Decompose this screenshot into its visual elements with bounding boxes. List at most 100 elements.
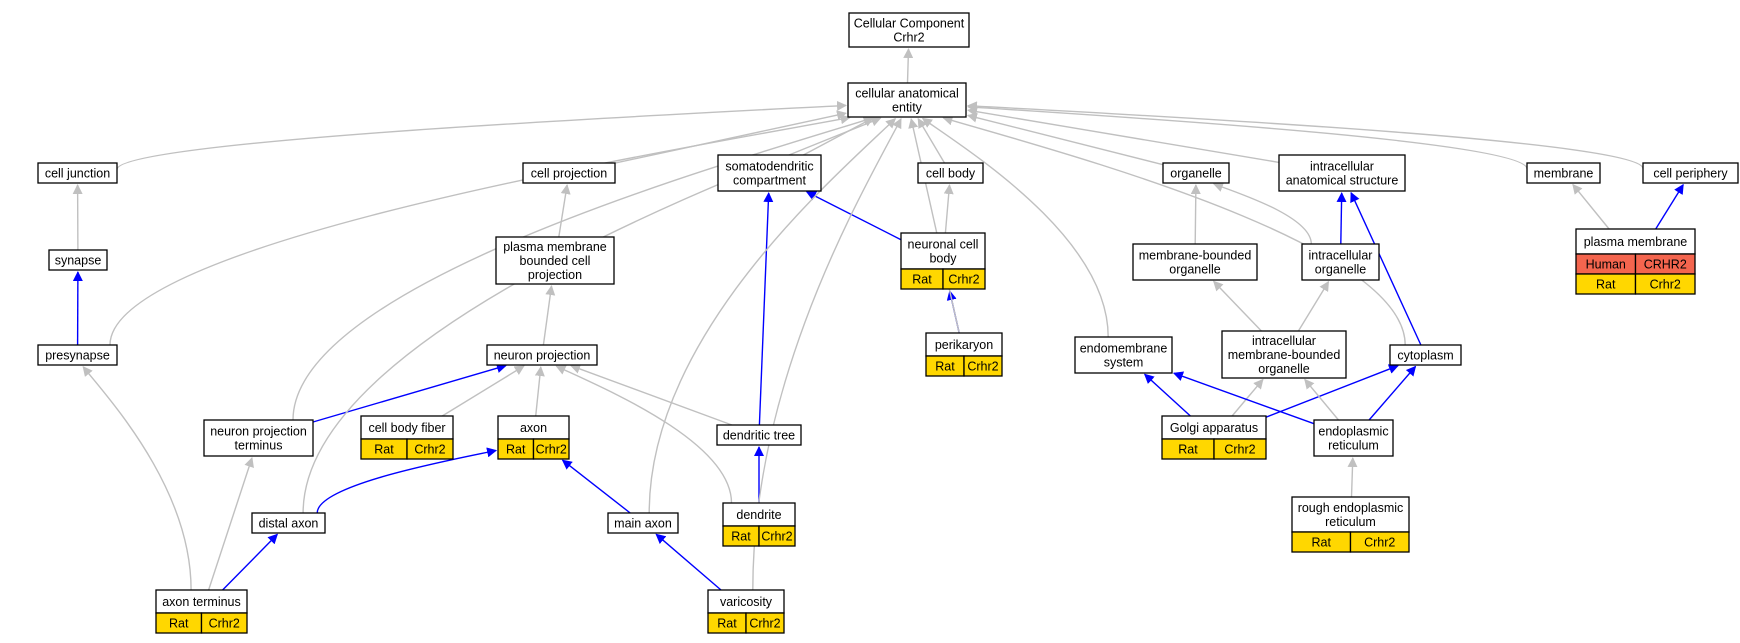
species-label: Rat — [912, 273, 932, 287]
is-a-edge-axon-terminus-to-npt — [207, 456, 254, 591]
species-label: Human — [1586, 258, 1626, 272]
species-label: Rat — [1178, 443, 1198, 457]
is-a-edge-plasma-membrane-to-membrane — [1572, 183, 1610, 230]
gene-cell — [1213, 438, 1267, 460]
is-a-edge-cytoplasm-to-cae — [942, 115, 1406, 346]
gene-label: Crhr2 — [414, 443, 445, 457]
is-a-edge-rough-er-to-er — [1347, 457, 1358, 498]
part-of-edge-npt-to-neuron-projection — [312, 363, 507, 423]
node-cell-junction[interactable]: cell junction — [37, 162, 118, 184]
node-label: varicosity — [720, 595, 773, 609]
is-a-edge-somatodendritic-to-cae — [803, 117, 875, 156]
node-label: intracellular — [1252, 334, 1316, 348]
node-cell-periphery[interactable]: cell periphery — [1642, 162, 1739, 184]
node-box — [251, 512, 326, 534]
is-a-edge-golgi-to-intracellular-mbo — [1231, 378, 1264, 417]
is-a-edge-intracellular-mbo-to-membrane-bounded — [1213, 280, 1262, 332]
node-label: cell body — [926, 167, 976, 181]
node-box — [900, 232, 986, 270]
node-label: cell periphery — [1653, 167, 1728, 181]
node-label: main axon — [614, 517, 672, 531]
is-a-edge-intracellular-org-to-organelle — [1212, 182, 1312, 245]
node-box — [1526, 162, 1601, 184]
node-label: bounded cell — [520, 254, 591, 268]
gene-cell — [532, 438, 570, 460]
species-label: Rat — [506, 443, 526, 457]
gene-label: CRHR2 — [1644, 258, 1687, 272]
node-label: cell projection — [531, 167, 607, 181]
node-cytoplasm[interactable]: cytoplasm — [1389, 344, 1462, 366]
node-label: synapse — [55, 254, 102, 268]
part-of-edge-er-to-endomembrane — [1172, 371, 1315, 425]
is-a-edge-axon-terminus-to-presynapse — [82, 366, 192, 591]
node-box — [1313, 419, 1394, 457]
is-a-edge-main-axon-to-cae — [648, 118, 897, 514]
node-distal-axon[interactable]: distal axon — [251, 512, 326, 534]
node-label: rough endoplasmic — [1298, 501, 1404, 515]
node-neuron-projection[interactable]: neuron projection — [486, 344, 598, 366]
node-cell-projection[interactable]: cell projection — [522, 162, 616, 184]
gene-cell — [1634, 273, 1696, 295]
node-presynapse[interactable]: presynapse — [37, 344, 118, 366]
is-a-edge-cell-junction-to-cae — [116, 100, 847, 170]
node-main-axon[interactable]: main axon — [607, 512, 679, 534]
species-label: Rat — [731, 530, 751, 544]
is-a-edge-membrane-to-cae — [967, 102, 1528, 170]
node-box — [1278, 154, 1406, 192]
node-label: reticulum — [1325, 515, 1376, 529]
node-box — [848, 12, 970, 48]
is-a-edge-membrane-bounded-to-organelle — [1190, 184, 1201, 245]
node-label: terminus — [235, 439, 283, 453]
node-synapse[interactable]: synapse — [48, 249, 108, 271]
is-a-edge-intracellular-as-to-cae — [967, 106, 1280, 164]
node-label: perikaryon — [935, 338, 993, 352]
part-of-edge-varicosity-to-main-axon — [655, 533, 722, 591]
node-box — [37, 162, 118, 184]
node-label: entity — [892, 101, 923, 115]
node-label: neuronal cell — [908, 238, 979, 252]
node-box — [495, 236, 615, 285]
gene-cell — [406, 438, 454, 460]
is-a-edge-organelle-to-cae — [966, 112, 1164, 166]
species-label: Rat — [935, 360, 955, 374]
node-box — [716, 424, 802, 446]
is-a-edge-presynapse-to-cae — [109, 114, 851, 346]
node-dendritic-tree[interactable]: dendritic tree — [716, 424, 802, 446]
node-organelle[interactable]: organelle — [1162, 162, 1230, 184]
node-box — [847, 82, 967, 118]
node-box — [917, 162, 984, 184]
node-box — [1074, 336, 1173, 374]
node-label: neuron projection — [210, 425, 307, 439]
node-cell-body[interactable]: cell body — [917, 162, 984, 184]
species-label: Rat — [169, 617, 189, 631]
species-label: Rat — [374, 443, 394, 457]
node-label: projection — [528, 268, 582, 282]
part-of-edge-plasma-membrane-to-cell-periphery — [1655, 183, 1684, 230]
annotation-badge-row: Human CRHR2 — [1575, 253, 1696, 275]
gene-label: Crhr2 — [948, 273, 979, 287]
node-membrane[interactable]: membrane — [1526, 162, 1601, 184]
node-label: presynapse — [45, 349, 110, 363]
